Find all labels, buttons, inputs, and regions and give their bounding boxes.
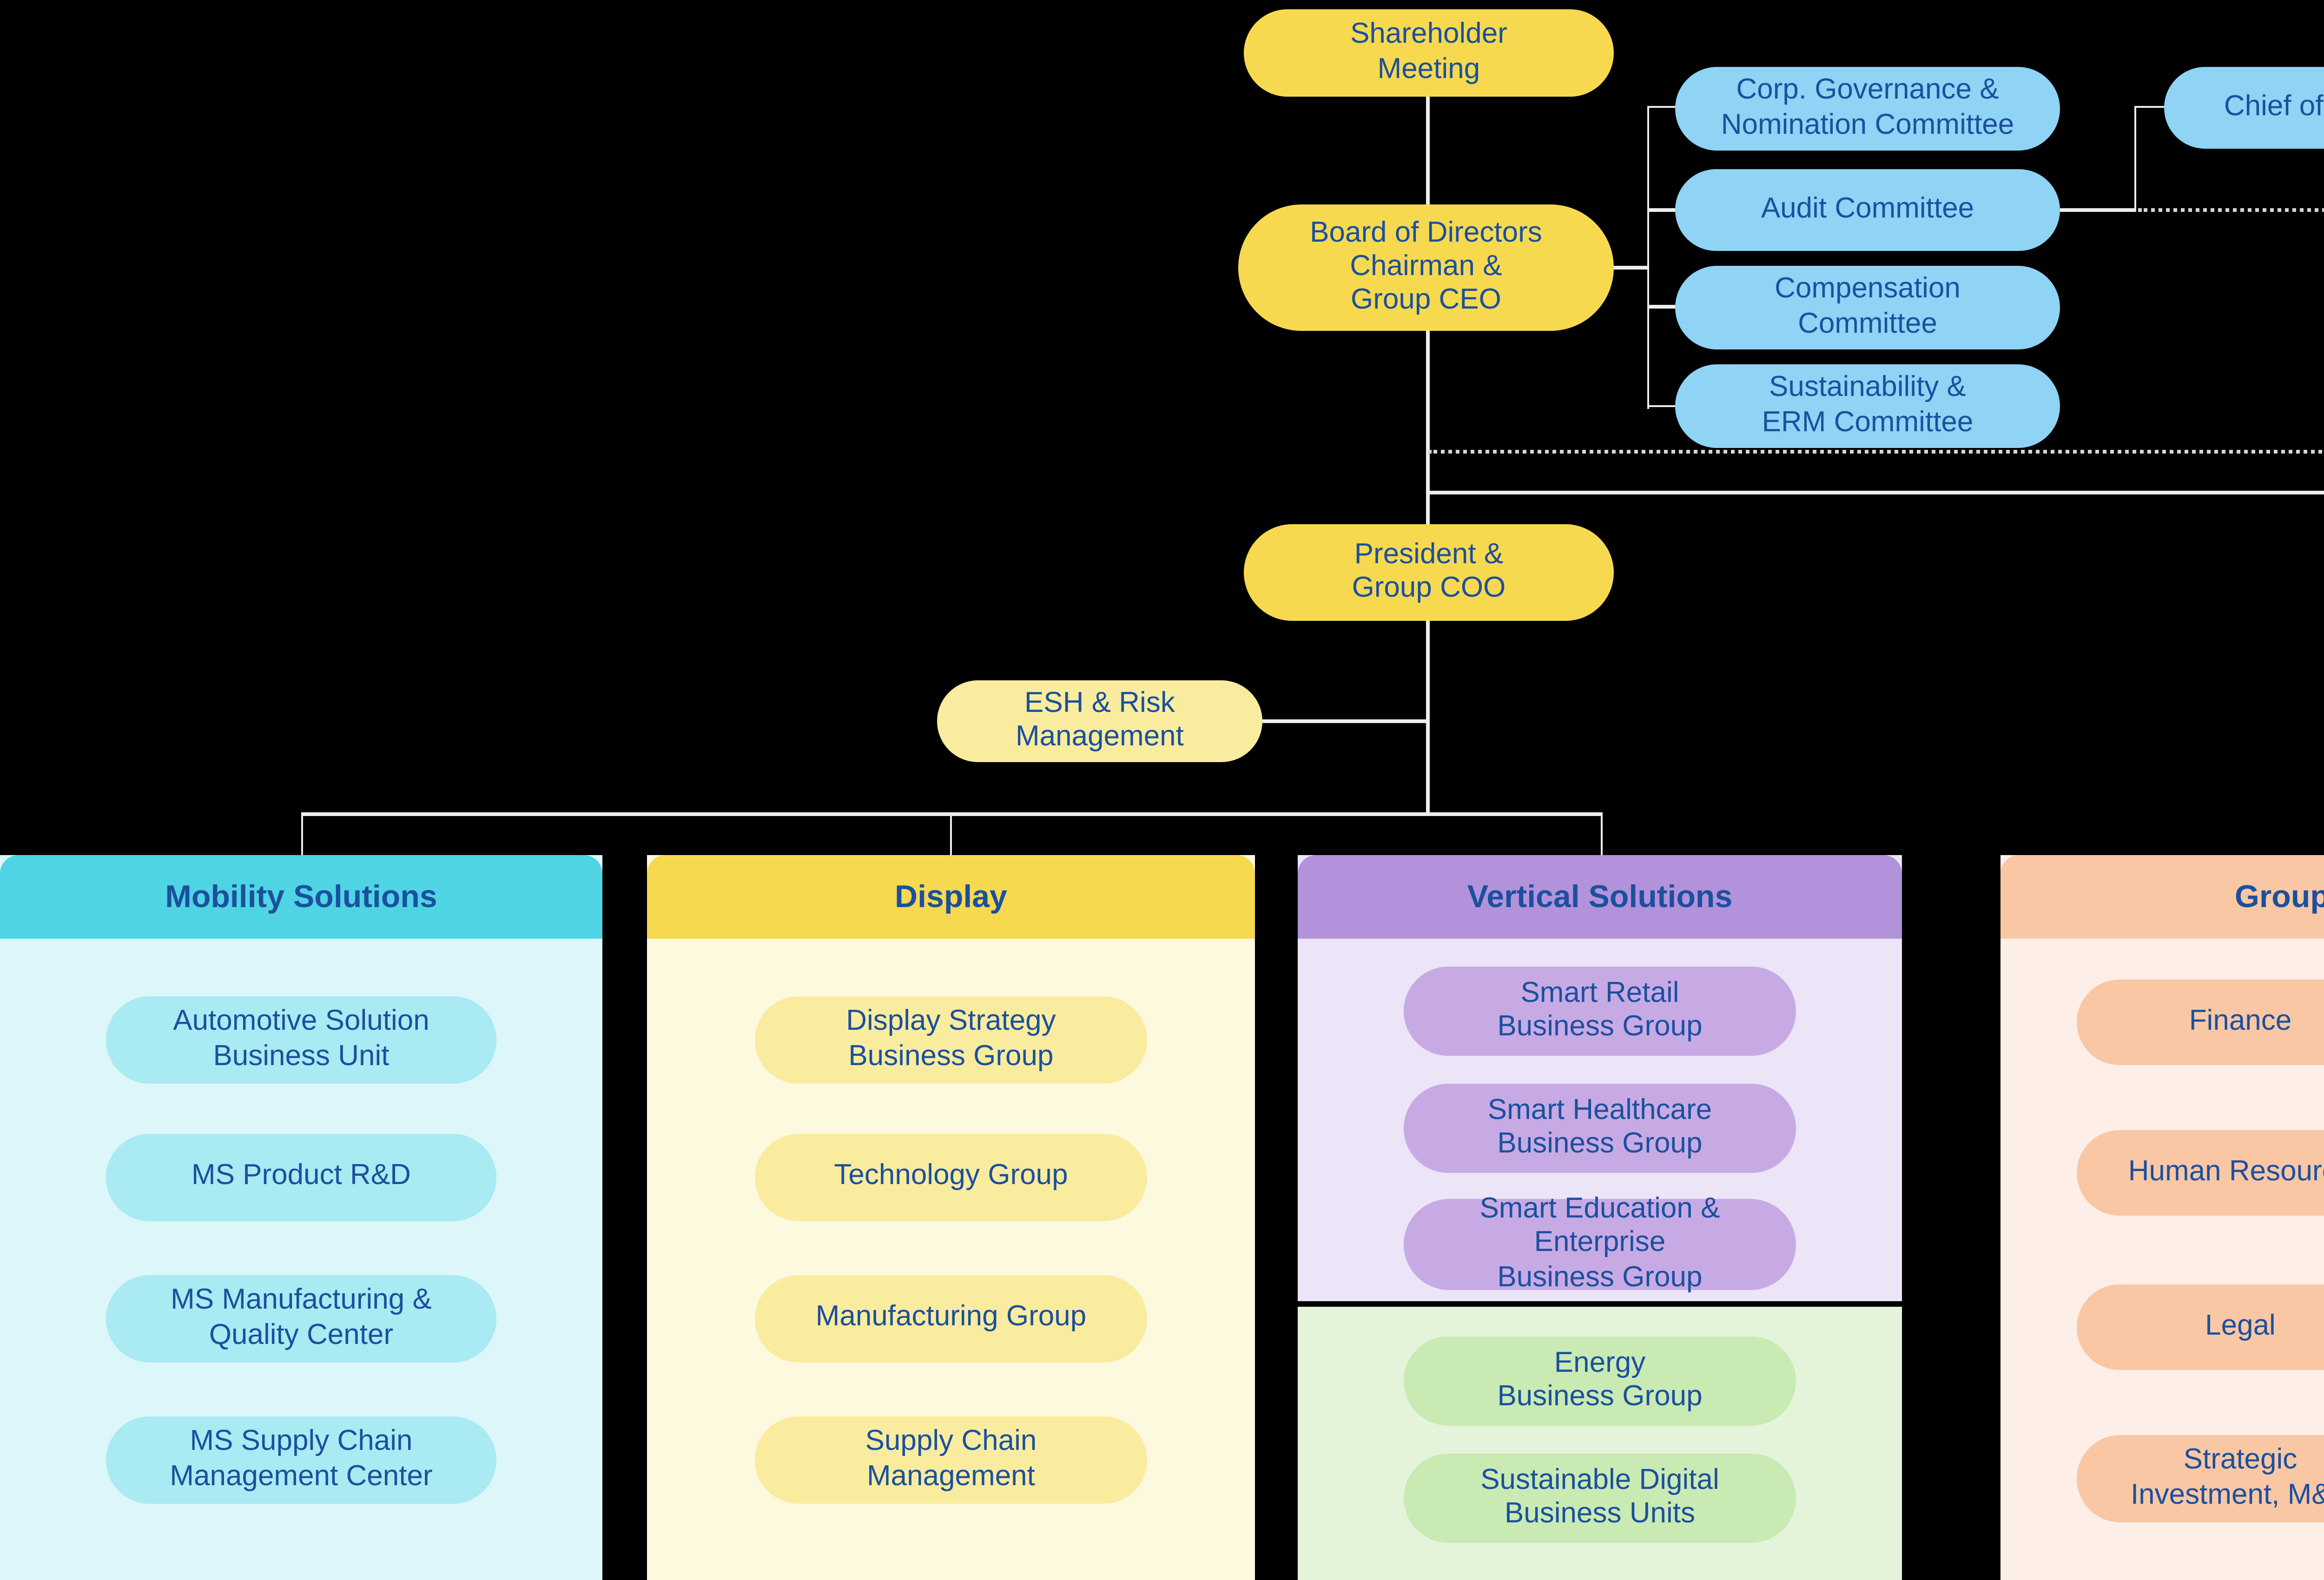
- column-header-display: Display: [647, 855, 1255, 939]
- column-mobility-solutions: Mobility Solutions Automotive Solution B…: [0, 855, 602, 1580]
- node-chief-of-compliance: Chief of Compliance: [2164, 67, 2324, 149]
- node-energy-business-group: Energy Business Group: [1404, 1336, 1796, 1426]
- dotted-chief-to-ceo-line: [1428, 450, 2324, 454]
- section-vertical-solutions-green: Energy Business Group Sustainable Digita…: [1298, 1307, 1902, 1580]
- connector-stub-display: [949, 813, 952, 856]
- connector-stub-vertical: [1600, 813, 1603, 856]
- connector-infra-branch-h: [1426, 491, 2324, 494]
- node-president-group-coo: President & Group COO: [1244, 524, 1614, 621]
- node-display-strategy-business-group: Display Strategy Business Group: [755, 996, 1147, 1084]
- connector-stub-mobility: [300, 813, 304, 856]
- connector-audit-elbow-h: [2060, 208, 2136, 212]
- node-finance: Finance: [2077, 980, 2324, 1065]
- node-ms-product-rd: MS Product R&D: [106, 1134, 496, 1221]
- node-audit-committee: Audit Committee: [1675, 169, 2060, 251]
- column-group-infrastructure-unit: Group Infrastructure Unit Finance Digita…: [2000, 855, 2324, 1580]
- node-esh-risk-management: ESH & Risk Management: [937, 680, 1262, 762]
- node-ms-supply-chain-management-center: MS Supply Chain Management Center: [106, 1416, 496, 1504]
- connector-president-down: [1426, 621, 1430, 814]
- connector-esh: [1262, 719, 1428, 723]
- node-automotive-solution-business-unit: Automotive Solution Business Unit: [106, 996, 496, 1084]
- column-vertical-solutions: Vertical Solutions Smart Retail Business…: [1298, 855, 1902, 1301]
- node-strategic-investment-ma: Strategic Investment, M&A: [2077, 1435, 2324, 1522]
- node-smart-education-enterprise-business-group: Smart Education & Enterprise Business Gr…: [1404, 1193, 1796, 1293]
- column-header-vertical-solutions: Vertical Solutions: [1298, 855, 1902, 939]
- connector-stub-compensation: [1646, 305, 1676, 309]
- connector-committees-bracket: [1646, 105, 1650, 408]
- dotted-audit-to-right-edge: [2138, 207, 2324, 211]
- column-header-mobility-solutions: Mobility Solutions: [0, 855, 602, 939]
- connector-board-president: [1426, 331, 1430, 524]
- column-header-group-infrastructure-unit: Group Infrastructure Unit: [2000, 855, 2324, 939]
- node-sustainable-digital-business-units: Sustainable Digital Business Units: [1404, 1454, 1796, 1543]
- node-smart-retail-business-group: Smart Retail Business Group: [1404, 967, 1796, 1056]
- connector-shareholder-board: [1426, 97, 1430, 204]
- node-corp-governance-committee: Corp. Governance & Nomination Committee: [1675, 67, 2060, 151]
- node-human-resource: Human Resource: [2077, 1130, 2324, 1216]
- node-legal: Legal: [2077, 1284, 2324, 1370]
- node-technology-group: Technology Group: [755, 1134, 1147, 1221]
- node-compensation-committee: Compensation Committee: [1675, 266, 2060, 349]
- node-sustainability-erm-committee: Sustainability & ERM Committee: [1675, 364, 2060, 448]
- connector-stub-corp-governance: [1646, 105, 1676, 108]
- connector-board-bracket: [1614, 266, 1647, 270]
- connector-stub-sustainability: [1646, 404, 1676, 408]
- connector-audit-chief-v: [2133, 106, 2137, 212]
- node-smart-healthcare-business-group: Smart Healthcare Business Group: [1404, 1084, 1796, 1173]
- node-manufacturing-group: Manufacturing Group: [755, 1275, 1147, 1363]
- node-shareholder-meeting: Shareholder Meeting: [1244, 9, 1614, 97]
- node-board-of-directors: Board of Directors Chairman & Group CEO: [1238, 204, 1614, 331]
- node-supply-chain-management: Supply Chain Management: [755, 1416, 1147, 1504]
- node-ms-manufacturing-quality-center: MS Manufacturing & Quality Center: [106, 1275, 496, 1363]
- column-display: Display Display Strategy Business Group …: [647, 855, 1255, 1580]
- connector-stub-audit: [1646, 208, 1676, 212]
- connector-chief-left: [2133, 105, 2165, 108]
